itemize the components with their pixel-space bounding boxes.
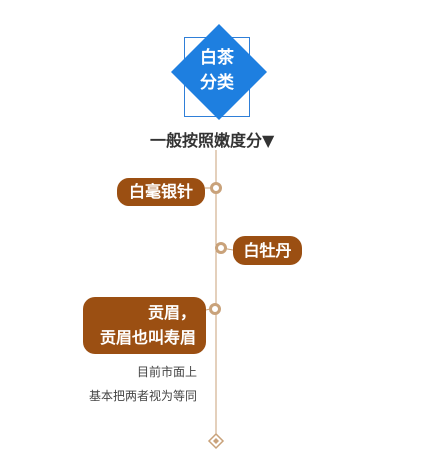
- root-label-line-2: 分类: [200, 73, 234, 93]
- subtitle-label[interactable]: 一般按照嫩度分▼: [150, 131, 275, 150]
- branch-node-bai-mudan[interactable]: 白牡丹: [233, 236, 302, 265]
- timeline-dot-2: [215, 242, 227, 254]
- timeline-dot-1: [210, 182, 222, 194]
- root-node-diamond[interactable]: [171, 24, 267, 120]
- branch-node-baihao-yinzhen[interactable]: 白毫银针: [117, 178, 205, 206]
- branch-note-line-2: 基本把两者视为等同: [88, 389, 197, 403]
- root-label-line-1: 白茶: [200, 48, 234, 68]
- branch-note: 目前市面上 基本把两者视为等同: [60, 360, 197, 408]
- branch-node-gongmei-line-2: 贡眉也叫寿眉: [99, 328, 196, 347]
- timeline-dot-3: [209, 303, 221, 315]
- branch-node-gongmei-line-1: 贡眉，: [147, 303, 196, 322]
- branch-node-gongmei[interactable]: 贡眉， 贡眉也叫寿眉: [83, 297, 206, 354]
- branch-note-line-1: 目前市面上: [136, 365, 197, 379]
- root-node-label[interactable]: 白茶 分类: [184, 46, 250, 96]
